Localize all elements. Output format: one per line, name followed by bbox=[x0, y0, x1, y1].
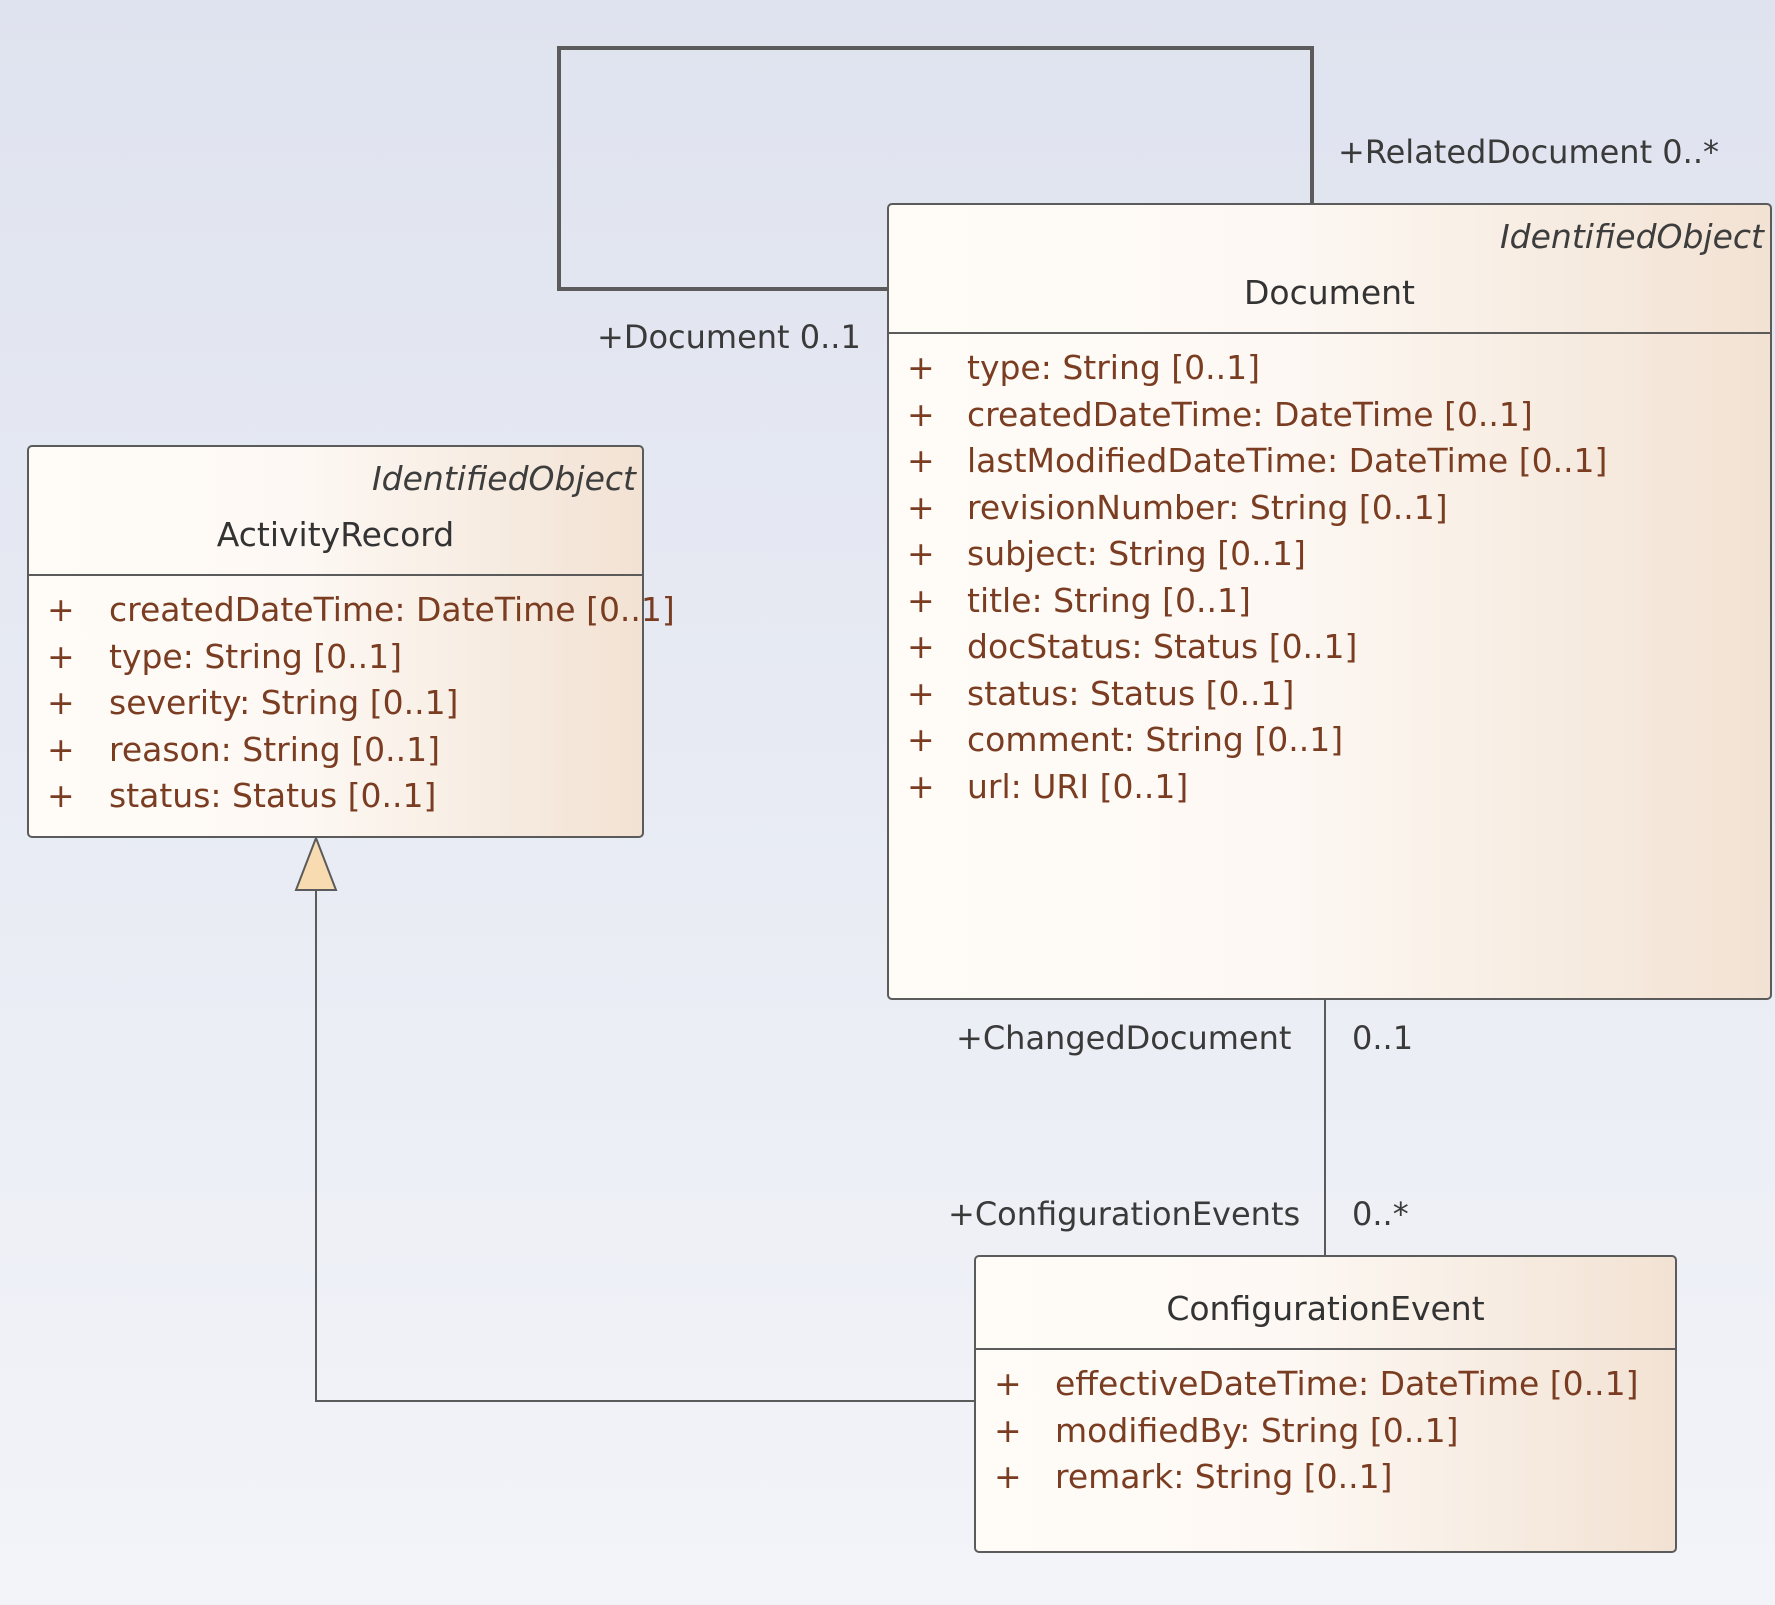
attribute-text: createdDateTime: DateTime [0..1] bbox=[109, 590, 675, 629]
visibility-marker: + bbox=[994, 1410, 1022, 1450]
visibility-marker: + bbox=[907, 487, 935, 527]
activity-record-class-name: ActivityRecord bbox=[216, 515, 455, 554]
attribute-row[interactable]: + subject: String [0..1] bbox=[889, 531, 1770, 578]
attribute-text: docStatus: Status [0..1] bbox=[967, 627, 1358, 666]
generalization-arrowhead bbox=[294, 835, 338, 891]
configuration-event-divider bbox=[976, 1348, 1675, 1350]
activity-record-attribute-list: + createdDateTime: DateTime [0..1] + type:… bbox=[29, 587, 675, 820]
visibility-marker: + bbox=[907, 348, 935, 387]
attribute-text: modifiedBy: String [0..1] bbox=[1055, 1410, 1459, 1450]
self-association-line[interactable] bbox=[557, 46, 1314, 291]
visibility-marker: + bbox=[907, 627, 935, 666]
generalization-line[interactable] bbox=[315, 890, 975, 1402]
attribute-text: comment: String [0..1] bbox=[967, 720, 1344, 759]
attribute-text: type: String [0..1] bbox=[109, 636, 403, 676]
attribute-text: revisionNumber: String [0..1] bbox=[967, 487, 1448, 527]
visibility-marker: + bbox=[907, 580, 935, 620]
attribute-text: title: String [0..1] bbox=[967, 580, 1251, 620]
attribute-text: status: Status [0..1] bbox=[109, 776, 437, 815]
activity-record-stereotype: IdentifiedObject bbox=[371, 459, 636, 498]
document-class[interactable]: IdentifiedObject Document + type: String … bbox=[887, 203, 1772, 1000]
attribute-row[interactable]: + docStatus: Status [0..1] bbox=[889, 624, 1770, 671]
changed-document-role-label: +ChangedDocument bbox=[956, 1019, 1292, 1057]
attribute-text: lastModifiedDateTime: DateTime [0..1] bbox=[967, 441, 1608, 480]
visibility-marker: + bbox=[47, 636, 75, 676]
attribute-text: reason: String [0..1] bbox=[109, 729, 440, 769]
attribute-row[interactable]: + createdDateTime: DateTime [0..1] bbox=[889, 392, 1770, 439]
visibility-marker: + bbox=[907, 673, 935, 713]
visibility-marker: + bbox=[994, 1457, 1022, 1496]
configuration-event-attribute-list: + effectiveDateTime: DateTime [0..1] + mod… bbox=[976, 1361, 1675, 1501]
attribute-row[interactable]: + type: String [0..1] bbox=[29, 634, 642, 681]
visibility-marker: + bbox=[47, 590, 75, 629]
document-stereotype: IdentifiedObject bbox=[1499, 217, 1764, 256]
visibility-marker: + bbox=[907, 766, 935, 806]
visibility-marker: + bbox=[47, 729, 75, 769]
attribute-text: createdDateTime: DateTime [0..1] bbox=[967, 394, 1533, 434]
configuration-events-role-label: +ConfigurationEvents bbox=[948, 1195, 1301, 1233]
attribute-row[interactable]: + severity: String [0..1] bbox=[29, 680, 642, 727]
attribute-row[interactable]: + type: String [0..1] bbox=[889, 345, 1770, 392]
attribute-text: subject: String [0..1] bbox=[967, 534, 1306, 573]
attribute-row[interactable]: + status: Status [0..1] bbox=[29, 773, 642, 820]
changed-document-multiplicity: 0..1 bbox=[1352, 1019, 1414, 1057]
attribute-row[interactable]: + revisionNumber: String [0..1] bbox=[889, 485, 1770, 532]
attribute-row[interactable]: + modifiedBy: String [0..1] bbox=[976, 1408, 1675, 1455]
attribute-row[interactable]: + status: Status [0..1] bbox=[889, 671, 1770, 718]
attribute-text: type: String [0..1] bbox=[967, 348, 1261, 387]
attribute-text: url: URI [0..1] bbox=[967, 766, 1189, 806]
visibility-marker: + bbox=[907, 720, 935, 759]
attribute-row[interactable]: + effectiveDateTime: DateTime [0..1] bbox=[976, 1361, 1675, 1408]
visibility-marker: + bbox=[907, 441, 935, 480]
document-attribute-list: + type: String [0..1] + createdDateTime: D… bbox=[889, 345, 1770, 810]
attribute-row[interactable]: + comment: String [0..1] bbox=[889, 717, 1770, 764]
visibility-marker: + bbox=[994, 1364, 1022, 1403]
attribute-text: status: Status [0..1] bbox=[967, 673, 1295, 713]
visibility-marker: + bbox=[47, 683, 75, 722]
attribute-row[interactable]: + reason: String [0..1] bbox=[29, 727, 642, 774]
attribute-text: severity: String [0..1] bbox=[109, 683, 459, 722]
attribute-row[interactable]: + url: URI [0..1] bbox=[889, 764, 1770, 811]
document-role-label: +Document 0..1 bbox=[597, 318, 861, 356]
document-divider bbox=[889, 332, 1770, 334]
configuration-events-multiplicity: 0..* bbox=[1352, 1195, 1409, 1233]
attribute-text: remark: String [0..1] bbox=[1055, 1457, 1393, 1496]
attribute-text: effectiveDateTime: DateTime [0..1] bbox=[1055, 1364, 1639, 1403]
visibility-marker: + bbox=[907, 534, 935, 573]
attribute-row[interactable]: + remark: String [0..1] bbox=[976, 1454, 1675, 1501]
attribute-row[interactable]: + lastModifiedDateTime: DateTime [0..1] bbox=[889, 438, 1770, 485]
visibility-marker: + bbox=[907, 394, 935, 434]
configuration-event-class[interactable]: ConfigurationEvent + effectiveDateTime: D… bbox=[974, 1255, 1677, 1553]
activity-record-divider bbox=[29, 574, 642, 576]
attribute-row[interactable]: + title: String [0..1] bbox=[889, 578, 1770, 625]
activity-record-class[interactable]: IdentifiedObject ActivityRecord + created… bbox=[27, 445, 675, 838]
related-document-role-label: +RelatedDocument 0..* bbox=[1338, 133, 1719, 171]
attribute-row[interactable]: + createdDateTime: DateTime [0..1] bbox=[29, 587, 675, 634]
visibility-marker: + bbox=[47, 776, 75, 815]
configuration-event-class-name: ConfigurationEvent bbox=[1166, 1289, 1485, 1328]
document-class-name: Document bbox=[1244, 273, 1415, 312]
